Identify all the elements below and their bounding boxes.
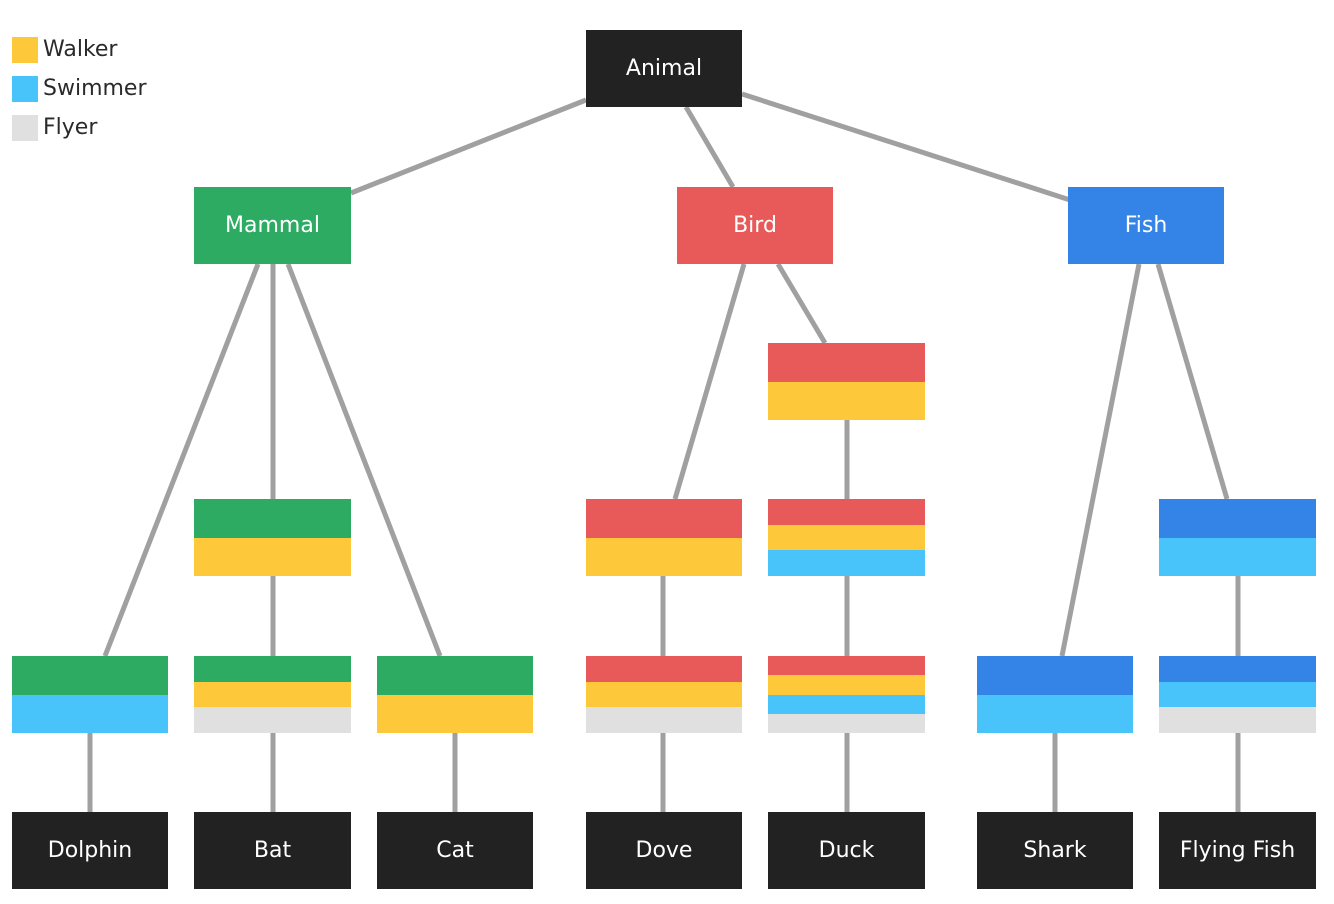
walker-layer [586,681,742,708]
walker-layer [768,675,925,695]
node-bird-label: Bird [733,213,777,238]
connector-line [683,105,736,189]
node-flying-fish-label: Flying Fish [1179,838,1296,863]
legend-item-swimmer: Swimmer [12,69,147,108]
fish-layer [1159,656,1316,682]
mammal-layer [12,656,168,695]
fish-layer [1159,499,1316,538]
node-dove: Dove [586,812,742,889]
fish-swimmer-box [1159,499,1316,576]
connector-line [1155,263,1230,500]
node-bat: Bat [194,812,351,889]
bird-walker-box-dove [586,499,742,576]
mammal-layer [377,656,533,695]
bird-layer [586,499,742,538]
mammal-walker-box [194,499,351,576]
connector-line [1059,263,1142,657]
mammal-layer [194,499,351,538]
legend-item-flyer: Flyer [12,108,147,147]
node-bat-label: Bat [253,838,292,863]
bird-layer [768,499,925,525]
walker-layer [586,537,742,576]
connector-line [350,97,587,196]
node-mammal: Mammal [194,187,351,264]
mammal-layer [194,656,351,682]
node-duck-label: Duck [818,838,875,863]
walker-layer [194,681,351,708]
node-animal: Animal [586,30,742,107]
bird-walker-box [768,343,925,420]
mammal-swimmer-box [12,656,168,733]
swimmer-layer [12,694,168,733]
swimmer-layer [1159,537,1316,576]
walker-layer [768,381,925,420]
flyer-layer [194,707,351,734]
node-flying-fish: Flying Fish [1159,812,1316,889]
bird-walker-flyer-box [586,656,742,734]
legend-label-walker: Walker [43,37,118,62]
node-bird: Bird [677,187,833,264]
node-fish-label: Fish [1124,213,1168,238]
legend: Walker Swimmer Flyer [12,30,147,147]
walker-layer [768,524,925,551]
bird-walker-swimmer-flyer-box [768,656,925,733]
connector-line [672,263,747,500]
fish-swimmer-box-shark [977,656,1133,733]
swimmer-layer [1159,681,1316,708]
fish-layer [977,656,1133,695]
mammal-walker-flyer-box [194,656,351,734]
mammal-walker-box-cat [377,656,533,733]
bird-layer [768,656,925,676]
node-duck: Duck [768,812,925,889]
flyer-layer [1159,707,1316,734]
node-dove-label: Dove [635,838,693,863]
node-fish: Fish [1068,187,1224,264]
legend-item-walker: Walker [12,30,147,69]
node-dolphin-label: Dolphin [47,838,133,863]
node-shark-label: Shark [1023,838,1087,863]
walker-swatch [12,36,38,63]
swimmer-swatch [12,75,38,102]
walker-layer [377,694,533,733]
node-mammal-label: Mammal [225,213,320,238]
bird-layer [768,343,925,382]
walker-layer [194,537,351,576]
connector-line [741,91,1071,203]
node-cat-label: Cat [436,838,474,863]
legend-label-swimmer: Swimmer [43,76,147,101]
node-cat: Cat [377,812,533,889]
legend-label-flyer: Flyer [43,115,98,140]
swimmer-layer [768,694,925,714]
connector-line [102,263,261,657]
fish-swimmer-flyer-box [1159,656,1316,734]
node-dolphin: Dolphin [12,812,168,889]
swimmer-layer [977,694,1133,733]
flyer-layer [586,707,742,734]
connector-line [285,263,443,657]
node-shark: Shark [977,812,1133,889]
swimmer-layer [768,550,925,577]
bird-walker-swimmer-box [768,499,925,577]
flyer-swatch [12,114,38,141]
bird-layer [586,656,742,682]
connector-line [775,262,828,345]
node-animal-label: Animal [625,56,703,81]
flyer-layer [768,713,925,733]
